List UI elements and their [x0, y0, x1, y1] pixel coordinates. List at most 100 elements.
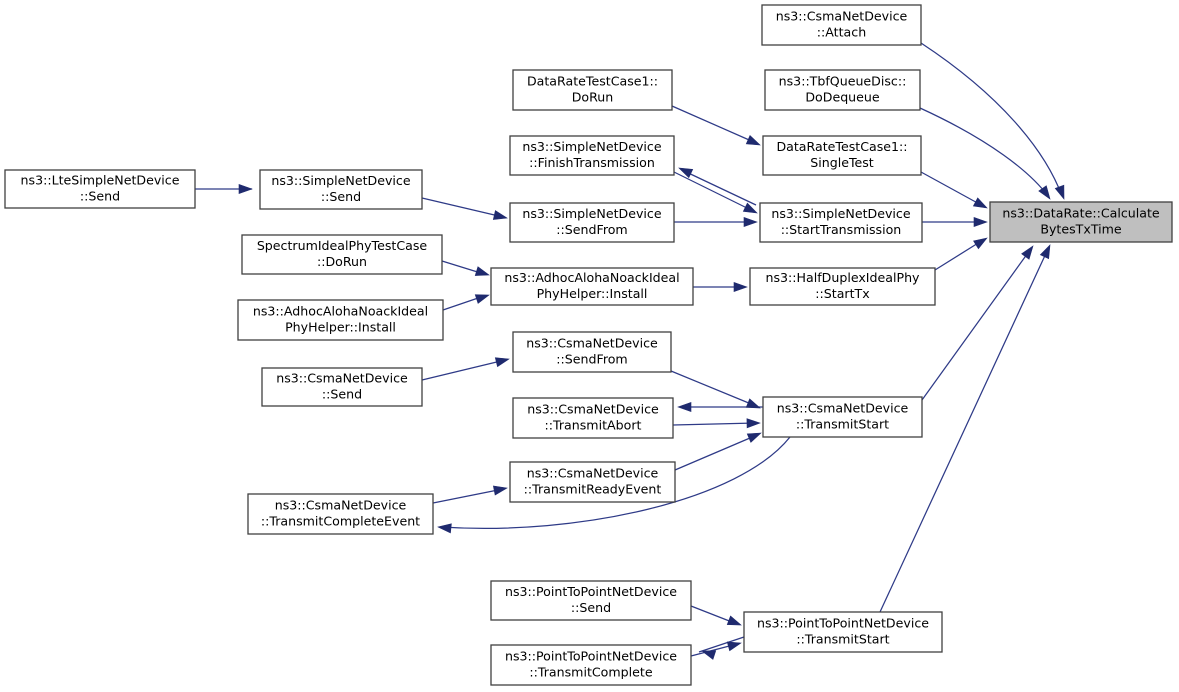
graph-node-simple_send[interactable]: ns3::SimpleNetDevice::Send: [259, 169, 423, 210]
node-label-line1: DataRateTestCase1::: [776, 139, 907, 154]
graph-node-simple_sendfrom[interactable]: ns3::SimpleNetDevice::SendFrom: [509, 202, 675, 243]
node-label-line1: ns3::SimpleNetDevice: [522, 206, 661, 221]
node-label-line2: ::StartTransmission: [781, 222, 902, 237]
arrowhead-icon: [726, 641, 742, 652]
call-edge: [919, 107, 1049, 197]
graph-node-csma_sendfrom[interactable]: ns3::CsmaNetDevice::SendFrom: [512, 331, 672, 373]
call-edge: [440, 436, 791, 529]
node-label-line2: ::StartTx: [815, 286, 870, 301]
node-box[interactable]: [4, 169, 196, 209]
arrowhead-icon: [745, 135, 761, 146]
node-box[interactable]: [749, 267, 936, 306]
node-label-line1: ns3::LteSimpleNetDevice: [21, 173, 180, 188]
node-label-line2: ::TransmitAbort: [545, 418, 642, 433]
graph-node-csma_attach[interactable]: ns3::CsmaNetDevice::Attach: [761, 4, 922, 46]
graph-node-tbf_dequeue[interactable]: ns3::TbfQueueDisc::DoDequeue: [764, 69, 921, 111]
graph-node-p2p_complete[interactable]: ns3::PointToPointNetDevice::TransmitComp…: [490, 644, 692, 686]
node-box[interactable]: [237, 299, 444, 341]
node-label-line2: ::FinishTransmission: [529, 155, 655, 170]
graph-node-lte_send[interactable]: ns3::LteSimpleNetDevice::Send: [4, 169, 196, 209]
node-label-line2: ::Attach: [817, 25, 866, 40]
node-box[interactable]: [490, 267, 694, 306]
arrowhead-icon: [1021, 245, 1034, 260]
node-box[interactable]: [762, 396, 923, 438]
node-box[interactable]: [989, 201, 1173, 243]
arrowhead-icon: [701, 650, 717, 660]
arrowhead-icon: [746, 418, 761, 429]
node-label-line1: ns3::TbfQueueDisc::: [779, 74, 907, 89]
graph-node-csma_complete[interactable]: ns3::CsmaNetDevice::TransmitCompleteEven…: [247, 493, 434, 535]
node-box[interactable]: [762, 135, 922, 176]
graph-node-csma_abort[interactable]: ns3::CsmaNetDevice::TransmitAbort: [512, 397, 674, 439]
graph-node-adhoc_install2[interactable]: ns3::AdhocAlohaNoackIdealPhyHelper::Inst…: [490, 267, 694, 306]
arrowheads-layer: [238, 135, 1065, 660]
arrowhead-icon: [474, 266, 490, 276]
call-edge: [934, 239, 984, 271]
node-label-line2: SingleTest: [810, 155, 874, 170]
node-box[interactable]: [512, 397, 674, 439]
node-box[interactable]: [759, 202, 923, 243]
node-box[interactable]: [509, 461, 676, 503]
node-box[interactable]: [509, 135, 675, 176]
node-label-line1: ns3::SimpleNetDevice: [522, 139, 661, 154]
graph-node-simple_start[interactable]: ns3::SimpleNetDevice::StartTransmission: [759, 202, 923, 243]
node-box[interactable]: [490, 580, 692, 621]
arrowhead-icon: [474, 294, 490, 304]
node-box[interactable]: [512, 69, 673, 111]
node-label-line1: ns3::CsmaNetDevice: [276, 371, 408, 386]
node-label-line1: ns3::CsmaNetDevice: [275, 498, 407, 513]
node-box[interactable]: [509, 202, 675, 243]
node-box[interactable]: [261, 367, 423, 407]
graph-node-adhoc_install[interactable]: ns3::AdhocAlohaNoackIdealPhyHelper::Inst…: [237, 299, 444, 341]
node-box[interactable]: [512, 331, 672, 373]
graph-node-drtc_single[interactable]: DataRateTestCase1::SingleTest: [762, 135, 922, 176]
node-label-line2: ::TransmitStart: [796, 632, 889, 647]
graph-node-spectrum_dorun[interactable]: SpectrumIdealPhyTestCase::DoRun: [241, 234, 443, 275]
node-label-line2: ::DoRun: [317, 254, 367, 269]
graph-node-csma_start[interactable]: ns3::CsmaNetDevice::TransmitStart: [762, 396, 923, 438]
node-label-line1: ns3::CsmaNetDevice: [526, 336, 658, 351]
call-edge: [673, 171, 754, 212]
arrowhead-icon: [746, 432, 762, 443]
call-edge: [921, 249, 1031, 401]
node-label-line1: ns3::CsmaNetDevice: [527, 402, 659, 417]
call-edge: [671, 105, 757, 144]
graph-node-simple_finish[interactable]: ns3::SimpleNetDevice::FinishTransmission: [509, 135, 675, 176]
node-label-line2: ::TransmitReadyEvent: [524, 482, 662, 497]
node-label-line1: ns3::AdhocAlohaNoackIdeal: [253, 304, 428, 319]
call-edge: [674, 434, 758, 471]
graph-node-halfduplex_tx[interactable]: ns3::HalfDuplexIdealPhy::StartTx: [749, 267, 936, 306]
node-label-line1: ns3::CsmaNetDevice: [777, 401, 909, 416]
node-label-line2: ::Send: [322, 387, 362, 402]
node-label-line1: ns3::PointToPointNetDevice: [505, 584, 677, 599]
graph-node-p2p_start[interactable]: ns3::PointToPointNetDevice::TransmitStar…: [743, 611, 943, 653]
graph-node-drtc_dorun[interactable]: DataRateTestCase1::DoRun: [512, 69, 673, 111]
arrowhead-icon: [745, 398, 761, 409]
arrowhead-icon: [1039, 244, 1051, 260]
node-label-line1: ns3::DataRate::Calculate: [1002, 206, 1160, 221]
call-edge: [920, 42, 1063, 197]
node-label-line2: ::Send: [321, 189, 361, 204]
call-edge: [670, 370, 757, 407]
arrowhead-icon: [973, 216, 988, 228]
arrowhead-icon: [733, 281, 748, 293]
node-label-line2: DoDequeue: [805, 90, 880, 105]
arrowhead-icon: [1054, 184, 1065, 200]
node-box[interactable]: [490, 644, 692, 686]
node-label-line1: DataRateTestCase1::: [527, 74, 658, 89]
node-box[interactable]: [247, 493, 434, 535]
node-box[interactable]: [743, 611, 943, 653]
node-box[interactable]: [764, 69, 921, 111]
node-box[interactable]: [241, 234, 443, 275]
node-box[interactable]: [259, 169, 423, 210]
arrowhead-icon: [1038, 185, 1051, 200]
node-box[interactable]: [761, 4, 922, 46]
graph-node-csma_send[interactable]: ns3::CsmaNetDevice::Send: [261, 367, 423, 407]
call-edge: [681, 169, 757, 206]
arrowhead-icon: [238, 183, 253, 195]
graph-node-csma_ready[interactable]: ns3::CsmaNetDevice::TransmitReadyEvent: [509, 461, 676, 503]
graph-node-p2p_send[interactable]: ns3::PointToPointNetDevice::Send: [490, 580, 692, 621]
